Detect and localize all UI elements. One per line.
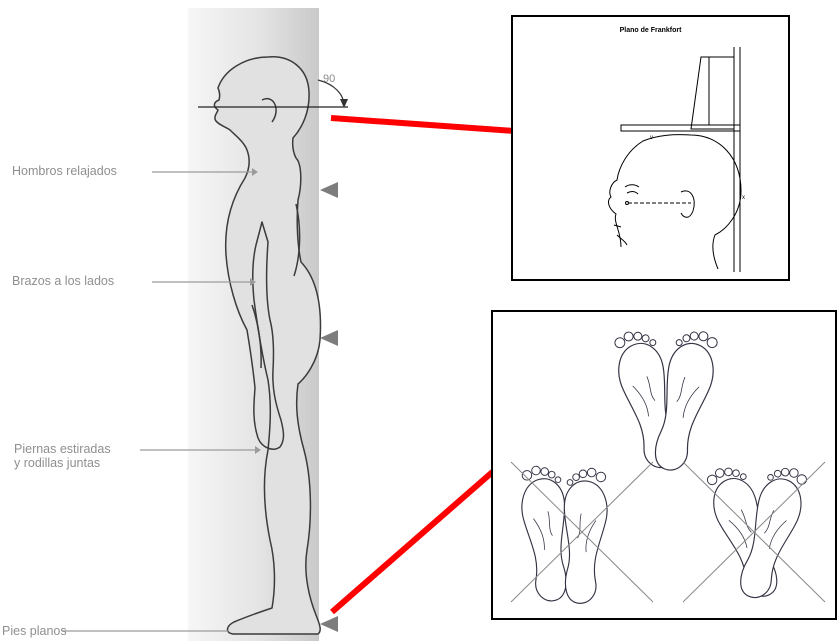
label-arms: Brazos a los lados	[12, 274, 114, 289]
frankfort-panel: Plano de Frankfort	[511, 15, 790, 281]
label-legs-line2: y rodillas juntas	[14, 456, 100, 471]
foot-icon	[558, 467, 610, 605]
triangle-marker-icon	[320, 616, 338, 632]
x-mark: x	[742, 195, 745, 201]
feet-panel	[491, 310, 837, 620]
label-feet: Pies planos	[2, 624, 67, 639]
angle-label: 90	[323, 73, 335, 85]
triangle-marker-icon	[320, 330, 338, 346]
vertex-mark: v	[650, 135, 653, 141]
feet-illustration	[493, 312, 835, 618]
head-profile-icon	[513, 17, 788, 279]
label-legs-line1: Piernas estiradas	[14, 442, 111, 457]
triangle-marker-icon	[320, 182, 338, 198]
label-shoulders: Hombros relajados	[12, 164, 117, 179]
